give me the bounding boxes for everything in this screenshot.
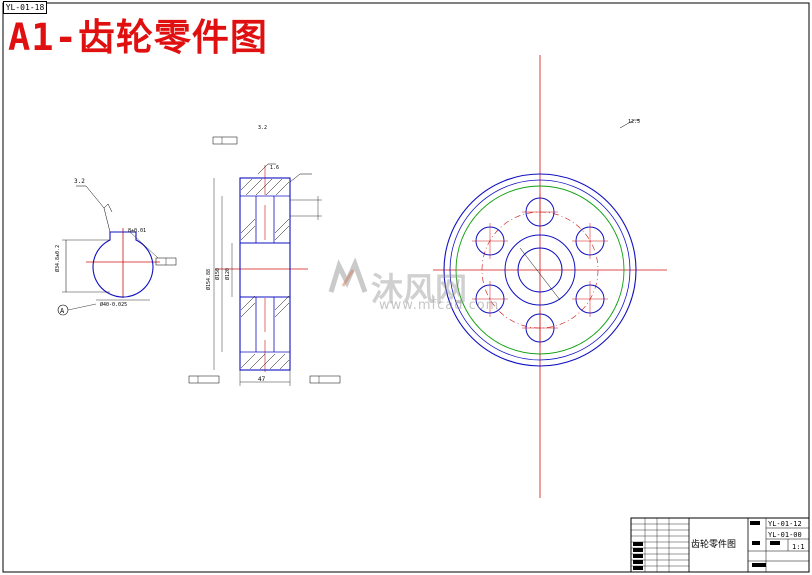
- hub-circle: [504, 234, 576, 306]
- shaft-outline: [92, 231, 154, 298]
- title-block-code-2: YL-01-00: [768, 531, 802, 539]
- svg-text:Ø120: Ø120: [224, 268, 231, 280]
- roughness-label: 1.6: [270, 165, 279, 171]
- bolt-circle: [481, 211, 599, 329]
- mf-logo-icon: [328, 258, 368, 293]
- gear-root-circle: [449, 179, 631, 361]
- title-block-scale: 1:1: [792, 543, 805, 551]
- banner-title: A1-齿轮零件图: [8, 16, 268, 59]
- title-block: [630, 517, 810, 573]
- watermark-name: 沐风网: [371, 270, 468, 308]
- shaft-section-view: Ø34.8±0.2 Ø40-0.025 8±0.01 3.2: [54, 178, 177, 316]
- gear-pitch-circle: [455, 185, 625, 355]
- gear-section-view: Ø154.88 Ø150 Ø120: [188, 136, 341, 386]
- svg-text:Ø34.8±0.2: Ø34.8±0.2: [54, 245, 61, 272]
- gear-outer-circle: [443, 173, 637, 367]
- bore-circle: [517, 247, 563, 293]
- watermark-url: www.mfcad.com: [379, 298, 500, 313]
- roughness-label: 3.2: [258, 125, 267, 131]
- title-block-drawing-name: 齿轮零件图: [691, 540, 737, 550]
- svg-text:Ø40-0.025: Ø40-0.025: [100, 301, 127, 308]
- drawing-code-tag: YL-01-18: [3, 1, 47, 14]
- roughness-note: 12.5: [628, 119, 640, 125]
- gear-front-view: [433, 55, 667, 498]
- svg-text:8±0.01: 8±0.01: [128, 228, 146, 234]
- svg-text:Ø154.88: Ø154.88: [205, 269, 212, 290]
- svg-text:Ø150: Ø150: [214, 268, 221, 280]
- gear-hub: [239, 242, 291, 298]
- title-block-code-1: YL-01-12: [768, 520, 802, 528]
- datum-label: A: [60, 307, 65, 315]
- gear-width-dim: 47: [258, 376, 266, 383]
- roughness-label: 3.2: [74, 178, 85, 185]
